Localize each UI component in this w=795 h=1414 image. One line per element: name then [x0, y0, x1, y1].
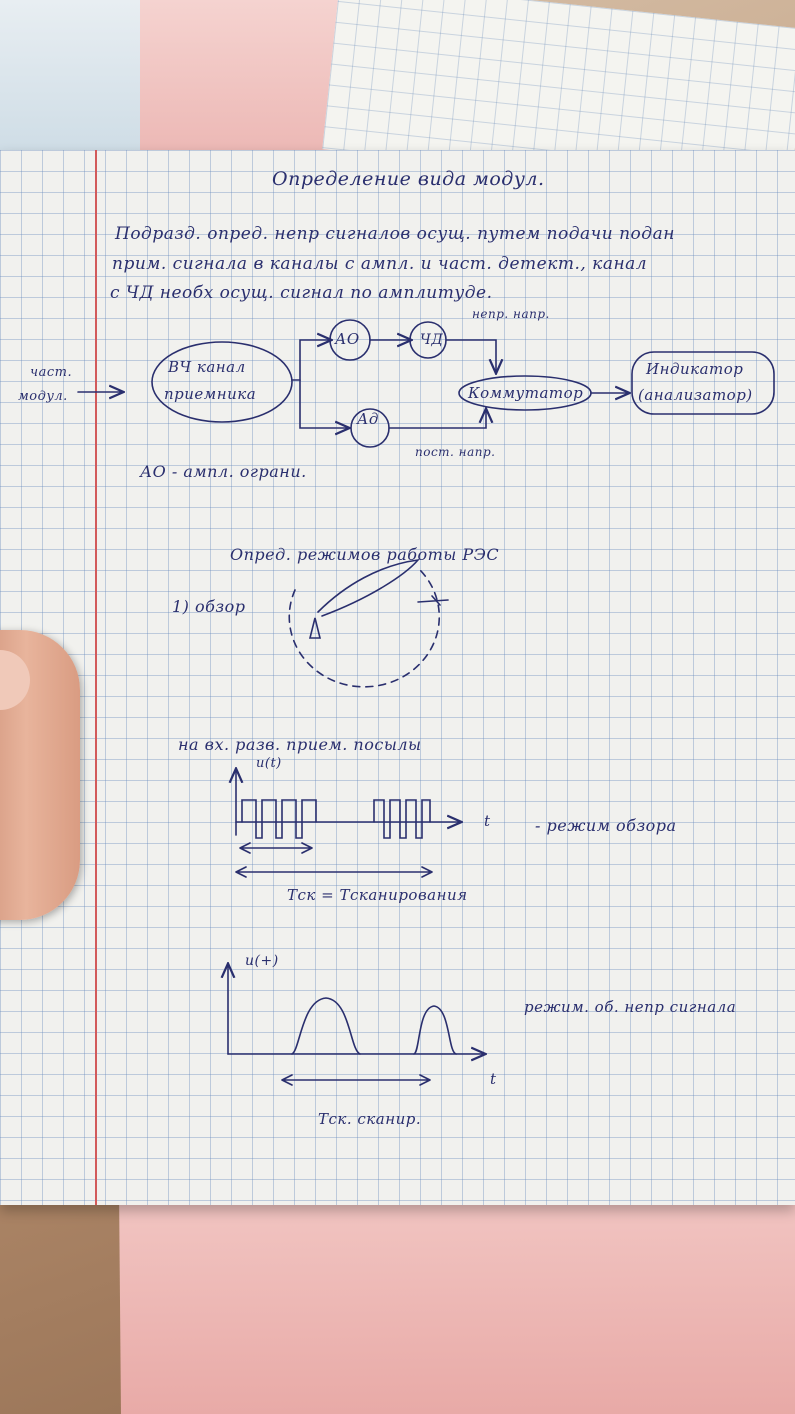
- rf-block-line-1: ВЧ канал: [168, 358, 246, 376]
- graph-1-pulse-width-arrow: [239, 842, 313, 854]
- antenna-mast: [308, 617, 322, 639]
- paragraph-line-2: прим. сигнала в каналы с ампл. и част. д…: [112, 254, 648, 274]
- paragraph-line-3: с ЧД необх осущ. сигнал по амплитуде.: [110, 283, 493, 303]
- antenna-beam: [317, 558, 420, 617]
- ao-block: [329, 319, 371, 361]
- mode-1-label: 1) обзор: [172, 597, 246, 616]
- graph-2-period-text: Тск. сканир.: [318, 1110, 422, 1128]
- graph-1-pulse-train-2: [373, 799, 431, 839]
- split-line-bottom: [299, 379, 348, 428]
- graph-2-x-label: t: [490, 1070, 497, 1088]
- blue-folder: [0, 0, 150, 150]
- thumbnail: [0, 650, 30, 710]
- ao-definition: АО - ампл. ограни.: [140, 462, 307, 481]
- indicator-block: [631, 351, 775, 415]
- graph-1-mode-text: - режим обзора: [535, 816, 677, 835]
- graph-2-pulse-2: [413, 1005, 457, 1055]
- notebook-page: [0, 150, 795, 1205]
- graph-2-y-label: u(+): [245, 953, 279, 969]
- target-mark: [417, 595, 449, 606]
- input-label-1: част.: [30, 365, 73, 380]
- fd-block: [409, 321, 447, 359]
- ad-label: Ад: [357, 410, 379, 428]
- indicator-line-1: Индикатор: [646, 360, 744, 378]
- ao-label: АО: [335, 330, 360, 348]
- modes-heading: Опред. режимов работы РЭС: [230, 545, 500, 564]
- thumb: [0, 630, 80, 920]
- note-top: непр. напр.: [472, 307, 550, 321]
- input-note: на вх. разв. прием. посылы: [178, 735, 422, 754]
- split-line: [291, 340, 330, 381]
- fd-to-switch: [445, 339, 496, 372]
- graph-1-pulse-train-1: [241, 799, 317, 839]
- survey-circle: [288, 569, 441, 688]
- graph-1-period-arrow: [235, 866, 433, 878]
- indicator-line-2: (анализатор): [638, 386, 753, 404]
- rf-block: [151, 341, 293, 423]
- switch-label: Коммутатор: [468, 384, 584, 402]
- graph-1-period-text: Тск = Тсканирования: [287, 886, 468, 904]
- graph-2-mode-text: режим. об. непр сигнала: [524, 998, 737, 1016]
- switch-block: [458, 375, 592, 411]
- graph-1-y-label: u(t): [256, 756, 282, 771]
- graph-1-x-label: t: [484, 812, 491, 830]
- paragraph-line-1: Подразд. опред. непр сигналов осущ. путе…: [115, 224, 675, 244]
- input-label-2: модул.: [18, 389, 68, 404]
- note-bottom: пост. напр.: [415, 445, 496, 459]
- page-title: Определение вида модул.: [272, 168, 545, 190]
- ad-to-switch: [388, 410, 486, 429]
- graph-2-period-arrow: [281, 1074, 431, 1086]
- ad-block: [350, 408, 390, 448]
- graph-2-pulse-1: [291, 997, 361, 1055]
- rf-block-line-2: приемника: [164, 385, 257, 403]
- fd-label: ЧД: [420, 332, 444, 348]
- margin-line: [95, 150, 97, 1205]
